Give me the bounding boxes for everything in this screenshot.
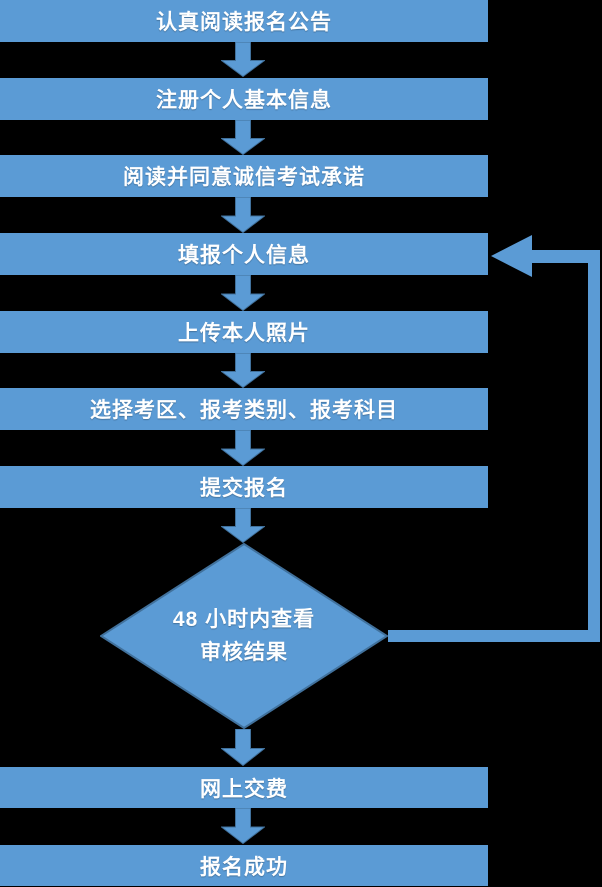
step-register-basic-info: 注册个人基本信息 xyxy=(0,78,488,120)
flow-arrow-down-2-icon xyxy=(221,120,265,155)
feedback-line-vertical xyxy=(588,250,600,642)
step-fill-personal-info: 填报个人信息 xyxy=(0,233,488,275)
decision-review-result: 48 小时内查看 审核结果 xyxy=(100,543,388,729)
decision-label-line1: 48 小时内查看 xyxy=(172,608,316,631)
feedback-line-top xyxy=(531,250,600,263)
flow-arrow-down-9-icon xyxy=(221,808,265,844)
flow-arrow-down-5-icon xyxy=(221,353,265,388)
step-registration-success: 报名成功 xyxy=(0,845,488,886)
decision-label: 48 小时内查看 审核结果 xyxy=(100,543,388,729)
step-agree-honesty-pledge: 阅读并同意诚信考试承诺 xyxy=(0,155,488,197)
step-upload-photo: 上传本人照片 xyxy=(0,311,488,353)
step-pay-online: 网上交费 xyxy=(0,767,488,808)
flow-arrow-down-1-icon xyxy=(221,42,265,77)
flow-arrow-down-4-icon xyxy=(221,275,265,311)
step-read-announcement: 认真阅读报名公告 xyxy=(0,0,488,42)
flow-arrow-down-8-icon xyxy=(221,729,265,766)
flow-arrow-down-6-icon xyxy=(221,430,265,466)
step-select-area-category-subject: 选择考区、报考类别、报考科目 xyxy=(0,388,488,430)
step-submit-registration: 提交报名 xyxy=(0,466,488,508)
decision-label-line2: 审核结果 xyxy=(200,641,288,664)
feedback-arrowhead-left-icon xyxy=(491,235,532,277)
feedback-line-bottom xyxy=(388,630,600,642)
flow-arrow-down-3-icon xyxy=(221,197,265,233)
diamond-shape xyxy=(100,543,388,729)
flow-arrow-down-7-icon xyxy=(221,508,265,543)
